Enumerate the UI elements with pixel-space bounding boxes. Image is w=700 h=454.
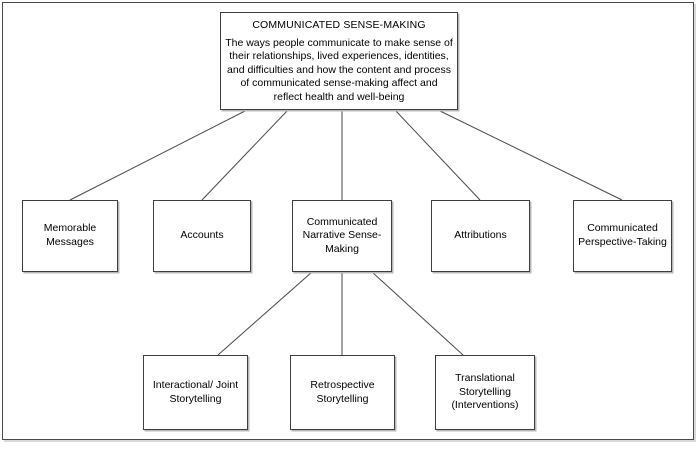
node-attributions[interactable]: Attributions [431,200,530,272]
connector-root-to-attributions [394,109,481,201]
node-label: Interactional/ Joint Storytelling [152,378,239,405]
node-retrospective-storytelling[interactable]: Retrospective Storytelling [290,355,395,430]
root-node-title: COMMUNICATED SENSE-MAKING [252,18,426,31]
node-label: Memorable Messages [43,222,97,248]
connector-root-to-memorable [69,109,248,201]
node-interactional-joint-storytelling[interactable]: Interactional/ Joint Storytelling [143,355,248,430]
node-communicated-sense-making[interactable]: COMMUNICATED SENSE-MAKING The ways peopl… [220,12,458,110]
connector-root-to-accounts [201,109,289,201]
node-label: Retrospective Storytelling [310,378,375,405]
node-label: Translational Storytelling (Intervention… [451,372,519,412]
root-node-body: The ways people communicate to make sens… [225,36,453,103]
node-communicated-narrative-sense-making[interactable]: Communicated Narrative Sense-Making [292,200,392,272]
connector-cnsm-to-interactional [217,271,313,356]
node-communicated-perspective-taking[interactable]: Communicated Perspective-Taking [573,200,672,272]
node-translational-storytelling[interactable]: Translational Storytelling (Intervention… [435,355,535,430]
node-label: Communicated Perspective-Taking [578,222,667,248]
node-label: Communicated Narrative Sense-Making [302,215,382,255]
node-label: Attributions [454,229,507,242]
node-memorable-messages[interactable]: Memorable Messages [22,200,118,272]
connector-cnsm-to-translational [371,271,464,356]
node-accounts[interactable]: Accounts [153,200,251,272]
node-label: Accounts [180,229,224,242]
connector-root-to-perspective [437,109,623,201]
